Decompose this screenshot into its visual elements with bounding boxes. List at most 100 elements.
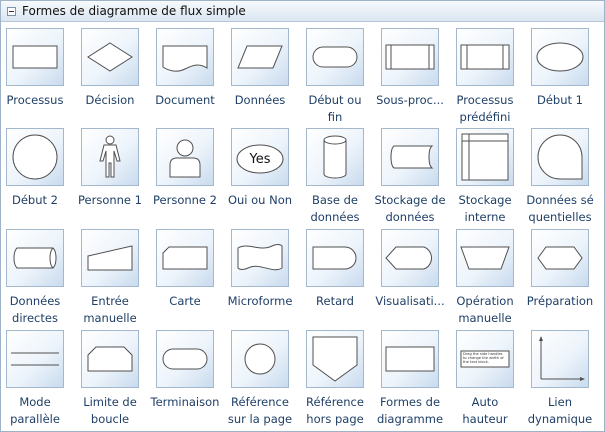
shape-tile-data[interactable]: [231, 28, 289, 86]
shape-tile-diagram-frame[interactable]: [381, 330, 439, 388]
shape-label[interactable]: Préparation: [522, 293, 598, 310]
shape-tile-on-page-reference[interactable]: [231, 330, 289, 388]
display-icon: [385, 246, 432, 270]
shape-label[interactable]: Début 1: [522, 92, 598, 109]
shape-label[interactable]: Décision: [72, 92, 148, 109]
card-icon: [162, 246, 208, 270]
shape-label-line: Microforme: [227, 294, 293, 308]
shape-label-line: Entrée: [91, 294, 129, 308]
shape-tile-direct-data[interactable]: [6, 229, 64, 287]
collapse-icon[interactable]: [7, 6, 16, 16]
shape-tile-parallel-mode[interactable]: [6, 330, 64, 388]
shape-label-line: Données sé: [526, 193, 594, 207]
manual-input-icon: [87, 245, 133, 271]
shape-tile-internal-storage[interactable]: [456, 128, 514, 186]
shape-tile-database[interactable]: [306, 128, 364, 186]
shape-tile-microform[interactable]: [231, 229, 289, 287]
preparation-icon: [537, 246, 583, 270]
shape-label[interactable]: Terminaison: [147, 394, 223, 411]
shape-label[interactable]: Visualisati...: [372, 293, 448, 310]
shape-label[interactable]: Carte: [147, 293, 223, 310]
shape-tile-manual-operation[interactable]: [456, 229, 514, 287]
shape-label-line: Données: [9, 294, 61, 308]
shape-label[interactable]: Processus: [1, 92, 73, 109]
shape-tile-card[interactable]: [156, 229, 214, 287]
shape-tile-stored-data[interactable]: [381, 128, 439, 186]
shape-label-line: données: [385, 210, 435, 224]
shape-label-line: Personne 2: [153, 193, 217, 207]
shape-tile-termination[interactable]: [156, 330, 214, 388]
shape-label[interactable]: Personne 1: [72, 192, 148, 209]
shape-label-line: boucle: [90, 412, 130, 426]
shape-label-line: parallèle: [10, 412, 60, 426]
shape-label[interactable]: Limite de boucle: [72, 394, 148, 428]
shape-label-line: manuelle: [458, 311, 512, 325]
shape-label-line: Début ou: [308, 93, 362, 107]
dynamic-connector-icon: [539, 336, 585, 381]
shape-label-line: interne: [464, 210, 506, 224]
shape-tile-preparation[interactable]: [531, 229, 589, 287]
shape-tile-sequential-data[interactable]: [531, 128, 589, 186]
shape-tile-person-avatar[interactable]: [156, 128, 214, 186]
shape-tile-start-circle[interactable]: [6, 128, 64, 186]
shape-label[interactable]: Personne 2: [147, 192, 223, 209]
manual-operation-icon: [460, 246, 510, 270]
shape-label-line: Oui ou Non: [227, 193, 293, 207]
shape-tile-terminator[interactable]: [306, 28, 364, 86]
shape-tile-yes-no[interactable]: Yes: [231, 128, 289, 186]
shape-tile-predefined-process[interactable]: [456, 28, 514, 86]
shape-label-line: Limite de: [83, 395, 137, 409]
shape-tile-document[interactable]: [156, 28, 214, 86]
shape-tile-auto-height[interactable]: Drag the side handles to change the widt…: [456, 330, 514, 388]
shape-tile-person-figure[interactable]: [81, 128, 139, 186]
shape-label-line: Base de: [311, 193, 359, 207]
shape-label[interactable]: Retard: [297, 293, 373, 310]
shape-tile-delay[interactable]: [306, 229, 364, 287]
shape-label-line: hors page: [306, 412, 364, 426]
termination-icon: [162, 348, 208, 370]
shape-label[interactable]: Oui ou Non: [222, 192, 298, 209]
person-avatar-icon: [169, 139, 201, 178]
shape-tile-manual-input[interactable]: [81, 229, 139, 287]
shape-label[interactable]: Sous-proc...: [372, 92, 448, 109]
predefined-process-icon: [460, 44, 510, 70]
shape-label[interactable]: Microforme: [222, 293, 298, 310]
panel-header[interactable]: Formes de diagramme de flux simple: [1, 1, 604, 22]
panel-title: Formes de diagramme de flux simple: [22, 4, 246, 18]
shape-tile-display[interactable]: [381, 229, 439, 287]
shape-label[interactable]: Document: [147, 92, 223, 109]
sequential-data-icon: [537, 134, 583, 180]
off-page-reference-icon: [312, 336, 358, 382]
shape-label[interactable]: Données: [222, 92, 298, 109]
terminator-icon: [312, 46, 358, 68]
shape-tile-loop-limit[interactable]: [81, 330, 139, 388]
shape-tile-dynamic-connector[interactable]: [531, 330, 589, 388]
shape-label-line: Décision: [85, 93, 135, 107]
shape-tile-start-ellipse[interactable]: [531, 28, 589, 86]
shape-tile-decision[interactable]: [81, 28, 139, 86]
loop-limit-icon: [87, 346, 133, 372]
auto-height-icon: Drag the side handles to change the widt…: [460, 350, 510, 368]
shape-label-line: Début 2: [12, 193, 58, 207]
shape-tile-process[interactable]: [6, 28, 64, 86]
shape-tile-off-page-reference[interactable]: [306, 330, 364, 388]
shape-tile-subprocess[interactable]: [381, 28, 439, 86]
shape-label-line: prédéfini: [459, 110, 511, 124]
shape-label[interactable]: Début 2: [1, 192, 73, 209]
